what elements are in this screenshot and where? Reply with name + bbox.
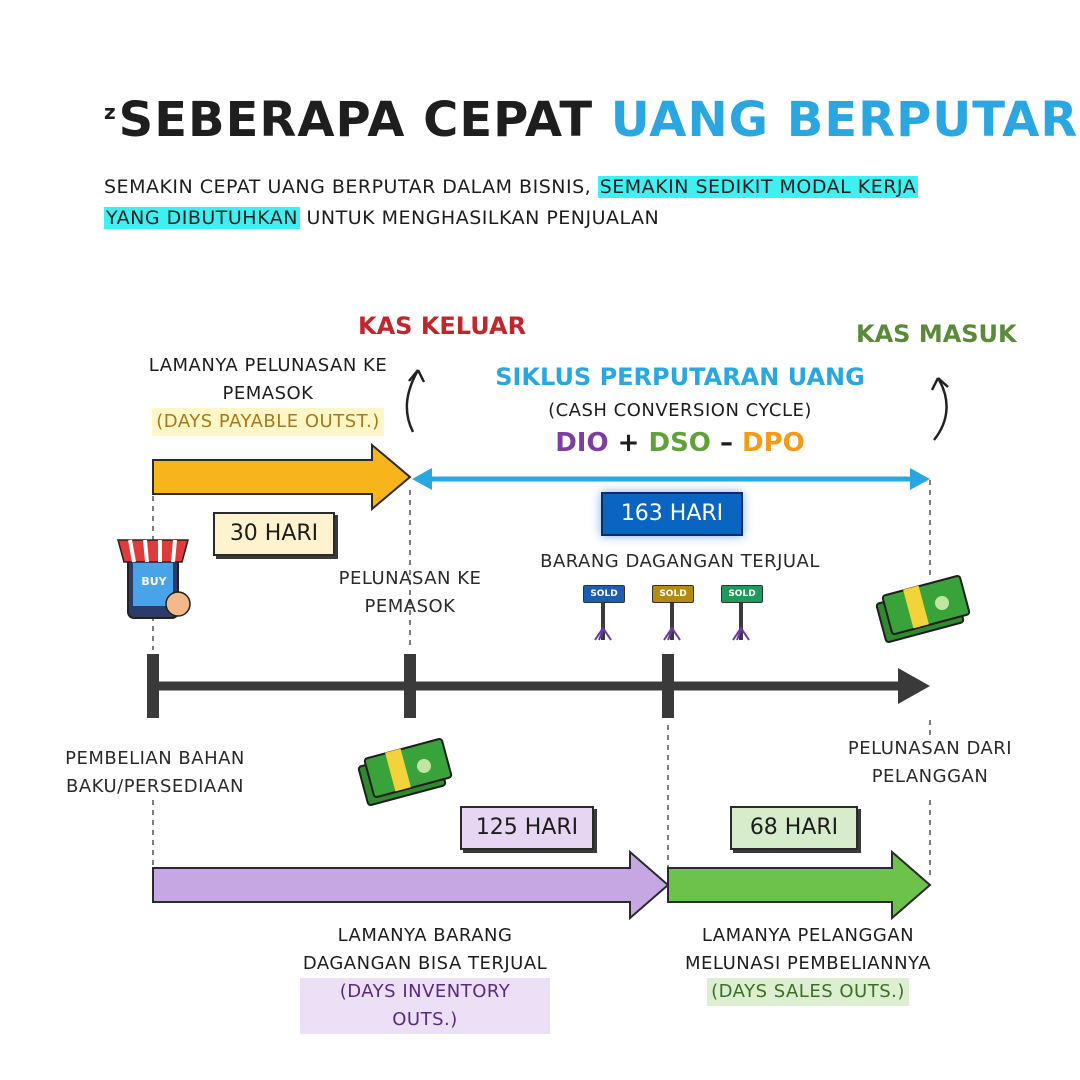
dio-days-box: 125 HARI <box>460 806 594 850</box>
shop-buy-icon <box>117 539 191 619</box>
tick-purchase <box>147 654 159 718</box>
dio-acronym: (DAYS INVENTORY OUTS.) <box>300 978 550 1034</box>
dio-line-1: LAMANYA BARANG <box>337 925 513 946</box>
title-superscript: z <box>104 100 117 124</box>
tick-sold <box>662 654 674 718</box>
subtitle-part-2: UNTUK MENGHASILKAN PENJUALAN <box>306 207 660 229</box>
subtitle-highlight-2: YANG DIBUTUHKAN <box>104 207 300 229</box>
tick-supplier <box>404 654 416 718</box>
dpo-line-2: PEMASOK <box>222 383 314 404</box>
purchase-label: PEMBELIAN BAHAN BAKU/PERSEDIAAN <box>55 745 255 801</box>
subtitle-line-1: SEMAKIN CEPAT UANG BERPUTAR DALAM BISNIS… <box>104 172 919 202</box>
purchase-line-2: BAKU/PERSEDIAAN <box>65 776 245 797</box>
formula-dio: DIO <box>555 428 609 458</box>
sold-sign-posts <box>601 603 743 640</box>
goods-sold-label: BARANG DAGANGAN TERJUAL <box>540 551 820 572</box>
dso-arrow <box>667 849 932 921</box>
money-icon-right <box>875 575 971 643</box>
buy-icon-text: BUY <box>141 575 167 588</box>
page-title: zSEBERAPA CEPAT UANG BERPUTAR? <box>104 92 1080 148</box>
grass-tufts <box>594 626 750 641</box>
supplier-payment-label: PELUNASAN KE PEMASOK <box>325 565 495 621</box>
formula-dso: DSO <box>648 428 711 458</box>
dso-line-1: LAMANYA PELANGGAN <box>701 925 915 946</box>
dso-days-box: 68 HARI <box>730 806 858 850</box>
formula-dpo: DPO <box>742 428 805 458</box>
customer-payment-line-1: PELUNASAN DARI <box>847 738 1013 759</box>
ccc-subtitle: (CASH CONVERSION CYCLE) <box>548 400 812 421</box>
dpo-line-1: LAMANYA PELUNASAN KE <box>148 355 388 376</box>
formula-minus: – <box>719 428 733 458</box>
dio-line-2: DAGANGAN BISA TERJUAL <box>302 953 548 974</box>
sold-tag-3: SOLD <box>721 585 763 603</box>
supplier-payment-line-1: PELUNASAN KE <box>338 568 482 589</box>
dso-description: LAMANYA PELANGGAN MELUNASI PEMBELIANNYA … <box>678 922 938 1006</box>
timeline <box>147 654 930 718</box>
title-prefix: SEBERAPA CEPAT <box>118 92 594 148</box>
dpo-days-box: 30 HARI <box>213 512 335 556</box>
money-icon-left <box>357 738 453 806</box>
ccc-formula: DIO + DSO – DPO <box>480 428 880 458</box>
customer-payment-label: PELUNASAN DARI PELANGGAN <box>835 735 1025 791</box>
cash-in-curve-arrow <box>933 377 948 441</box>
subtitle-part-1: SEMAKIN CEPAT UANG BERPUTAR DALAM BISNIS… <box>104 176 592 198</box>
customer-payment-line-2: PELANGGAN <box>871 766 989 787</box>
subtitle-highlight-1: SEMAKIN SEDIKIT MODAL KERJA <box>597 176 919 198</box>
ccc-double-arrow <box>412 468 930 490</box>
dso-line-2: MELUNASI PEMBELIANNYA <box>685 953 931 974</box>
guide-lines <box>152 480 931 880</box>
subtitle-line-2: YANG DIBUTUHKAN UNTUK MENGHASILKAN PENJU… <box>104 203 659 233</box>
dso-acronym: (DAYS SALES OUTS.) <box>707 978 909 1006</box>
sold-tag-1: SOLD <box>583 585 625 603</box>
title-accent: UANG BERPUTAR? <box>610 92 1080 148</box>
ccc-days-box: 163 HARI <box>601 492 743 536</box>
dpo-description: LAMANYA PELUNASAN KE PEMASOK (DAYS PAYAB… <box>148 352 388 436</box>
sold-tag-2: SOLD <box>652 585 694 603</box>
cash-out-curve-arrow <box>405 369 420 433</box>
dio-arrow <box>152 849 670 921</box>
dio-description: LAMANYA BARANG DAGANGAN BISA TERJUAL (DA… <box>300 922 550 1034</box>
cash-out-label: KAS KELUAR <box>358 312 527 340</box>
dpo-acronym: (DAYS PAYABLE OUTST.) <box>152 408 384 436</box>
purchase-line-1: PEMBELIAN BAHAN <box>65 748 245 769</box>
cash-in-label: KAS MASUK <box>856 320 1017 348</box>
supplier-payment-line-2: PEMASOK <box>364 596 456 617</box>
formula-plus: + <box>617 428 640 458</box>
dpo-arrow <box>152 442 412 512</box>
ccc-title: SIKLUS PERPUTARAN UANG <box>495 363 865 391</box>
